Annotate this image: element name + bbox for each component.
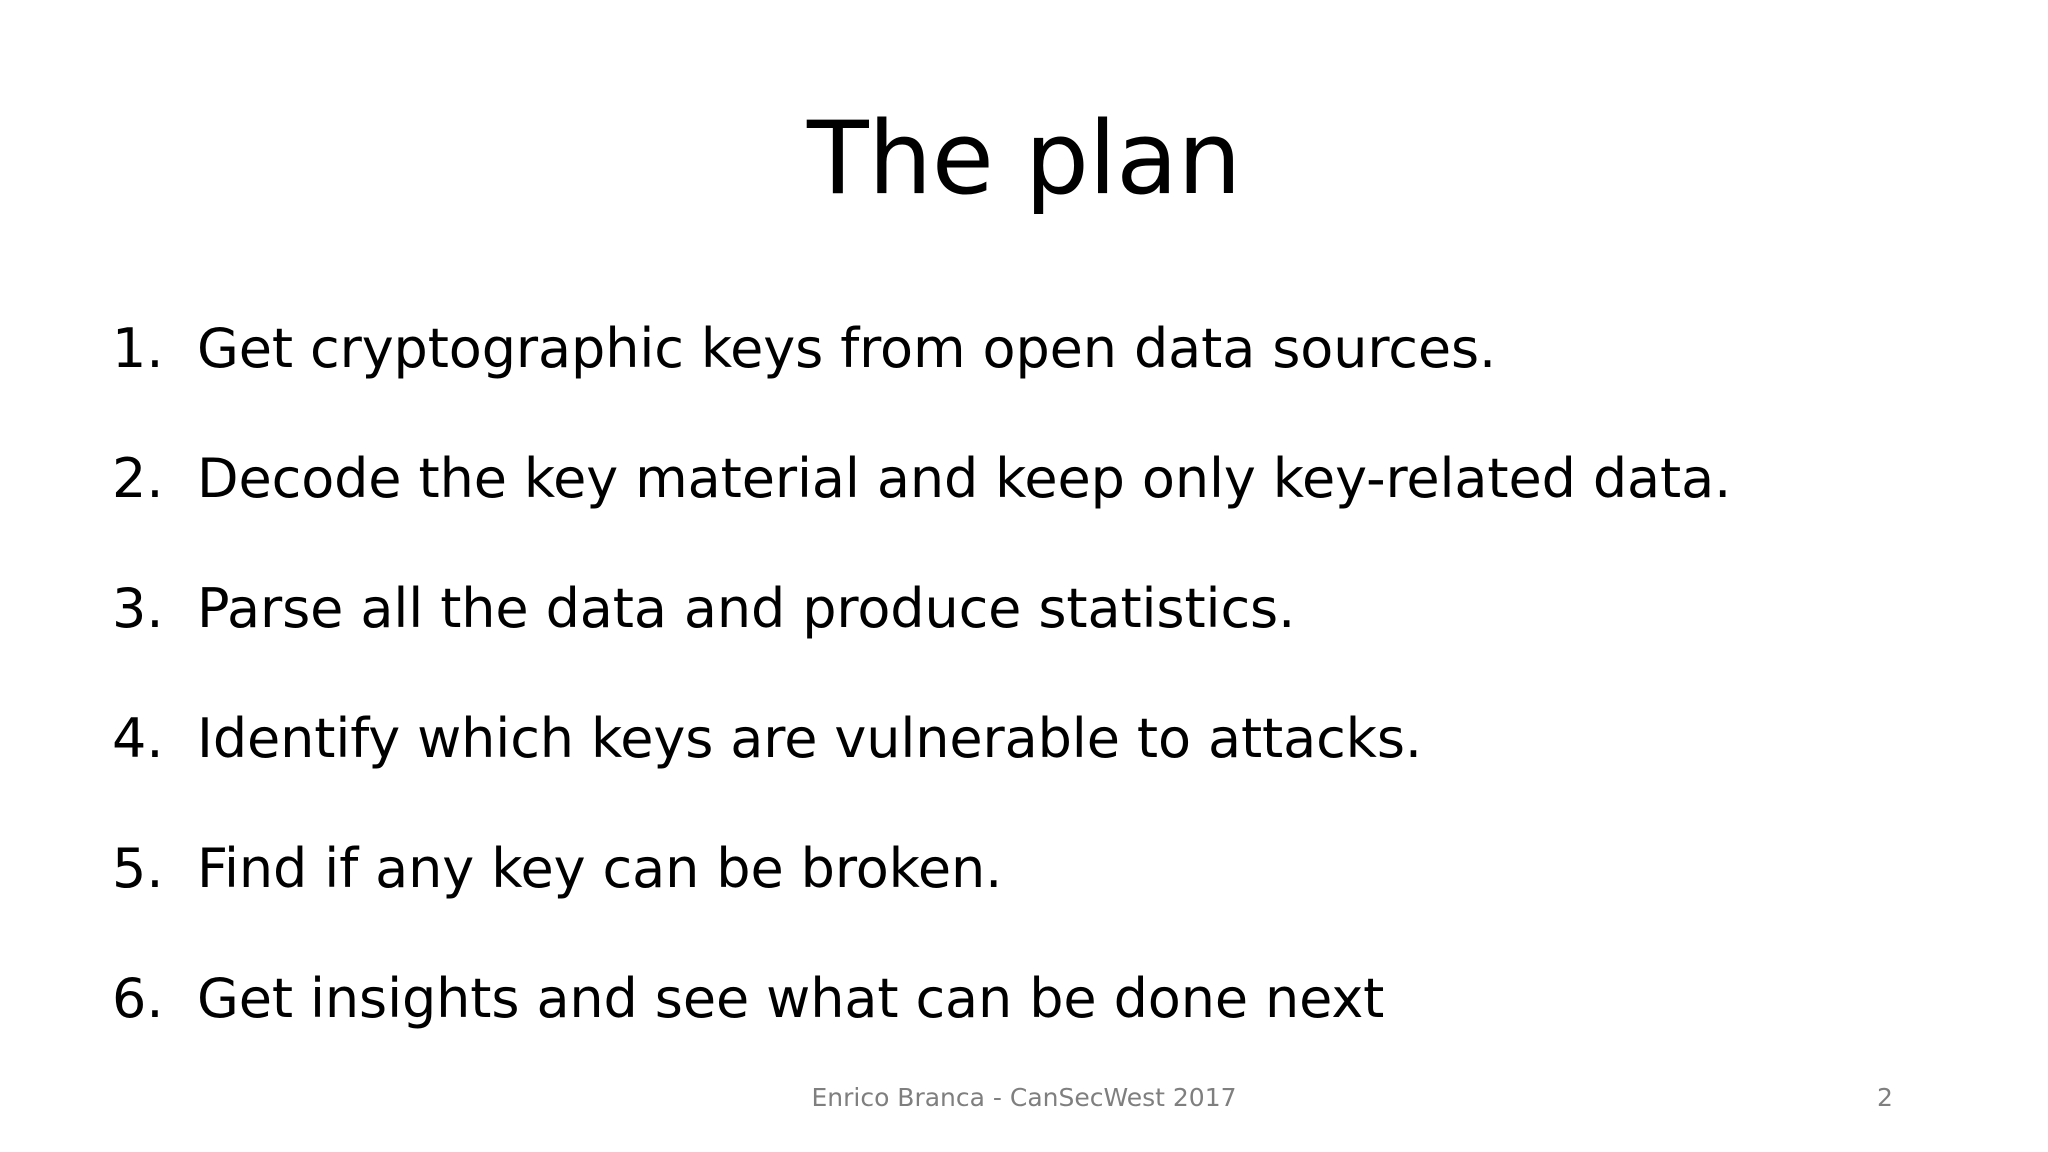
slide-page-number: 2 bbox=[1877, 1083, 1893, 1112]
list-item-number: 5. bbox=[112, 837, 164, 900]
list-item-text: Identify which keys are vulnerable to at… bbox=[197, 707, 1422, 770]
list-item: 1. Get cryptographic keys from open data… bbox=[112, 322, 2012, 452]
list-item-number: 3. bbox=[112, 577, 164, 640]
page-title: The plan bbox=[806, 98, 1242, 217]
list-item: 4. Identify which keys are vulnerable to… bbox=[112, 712, 2012, 842]
list-item-number: 2. bbox=[112, 447, 164, 510]
list-item-text: Parse all the data and produce statistic… bbox=[197, 577, 1296, 640]
list-item: 2. Decode the key material and keep only… bbox=[112, 452, 2012, 582]
list-item-number: 1. bbox=[112, 317, 164, 380]
list-item: 3. Parse all the data and produce statis… bbox=[112, 582, 2012, 712]
plan-numbered-list: 1. Get cryptographic keys from open data… bbox=[72, 322, 2012, 1102]
list-item-text: Decode the key material and keep only ke… bbox=[197, 447, 1732, 510]
list-item-number: 6. bbox=[112, 967, 164, 1030]
list-item-text: Get cryptographic keys from open data so… bbox=[197, 317, 1497, 380]
list-item-text: Get insights and see what can be done ne… bbox=[197, 967, 1385, 1030]
list-item-text: Find if any key can be broken. bbox=[197, 837, 1003, 900]
list-item: 5. Find if any key can be broken. bbox=[112, 842, 2012, 972]
list-item-number: 4. bbox=[112, 707, 164, 770]
slide-footer: Enrico Branca - CanSecWest 2017 bbox=[811, 1083, 1237, 1112]
list-item: 6. Get insights and see what can be done… bbox=[112, 972, 2012, 1102]
